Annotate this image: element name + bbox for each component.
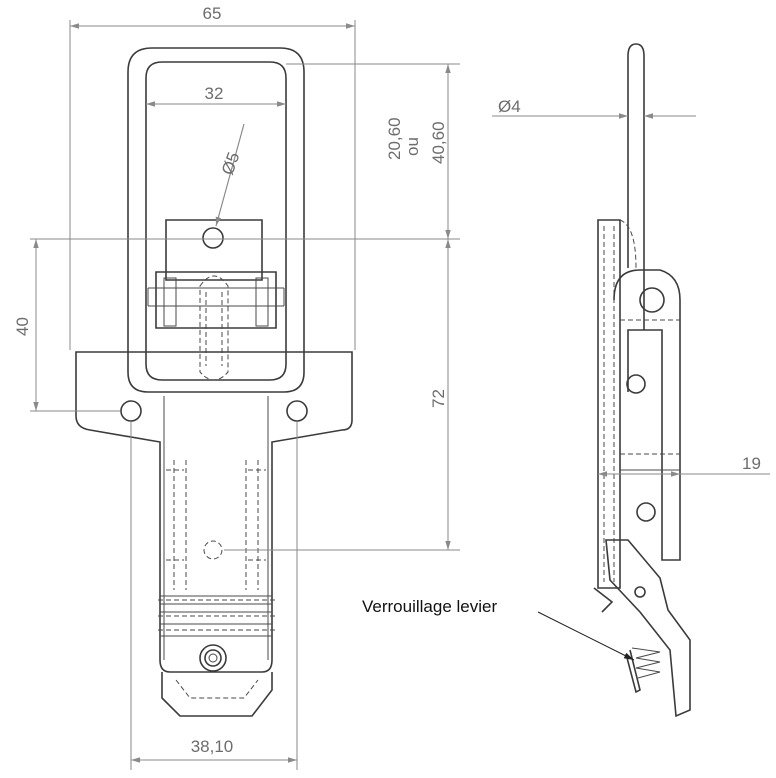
dim-side-thickness: 19 [742,454,761,473]
dim-hole-diameter: Ø5 [218,150,244,178]
dim-inner-width: 32 [205,84,224,103]
callout-lever-lock: Verrouillage levier [362,597,497,616]
dim-stroke-b: 40,60 [429,121,448,164]
dim-base-width: 38,10 [191,737,234,756]
front-view [30,20,460,770]
dim-stroke-or: ou [403,137,422,156]
dim-overall-width: 65 [203,4,222,23]
dim-total-height: 72 [429,389,448,408]
dim-stroke-a: 20,60 [385,117,404,160]
dim-hole-to-base: 40 [13,317,32,336]
side-view [492,43,770,718]
dim-pin-diameter: Ø4 [498,97,521,116]
